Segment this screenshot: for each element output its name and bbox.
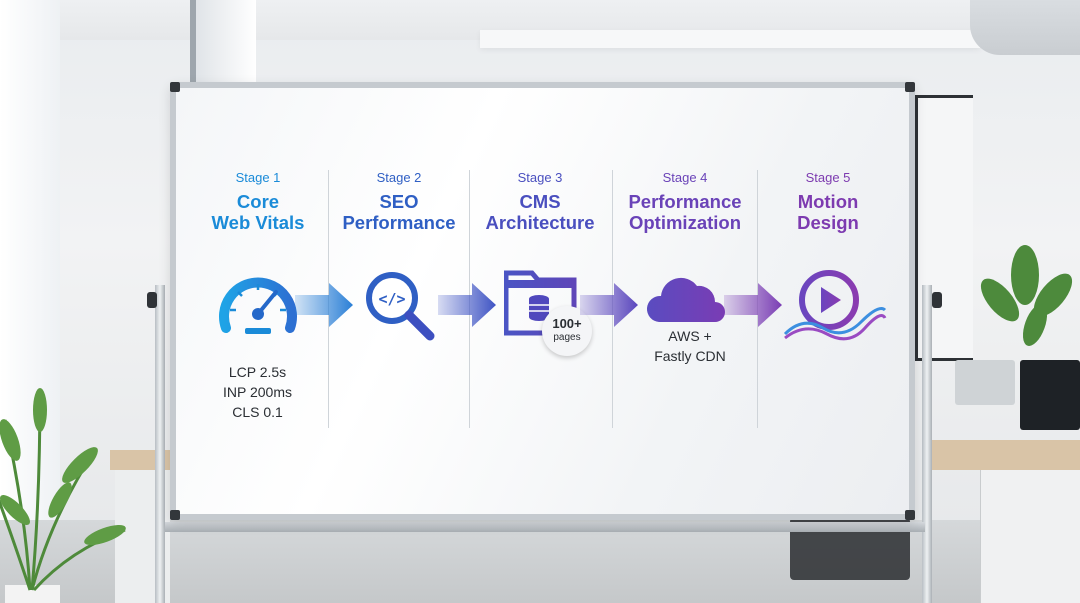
stage-label: Stage 3 — [517, 170, 563, 185]
play-wave-icon — [783, 270, 887, 341]
stage-label: Stage 2 — [376, 170, 422, 185]
stage-title: Motion Design — [753, 191, 903, 233]
monitor — [1020, 360, 1080, 430]
monitor-back — [955, 360, 1015, 405]
stage-label: Stage 4 — [662, 170, 708, 185]
air-duct — [970, 0, 1080, 55]
stand-knob-left — [147, 292, 157, 308]
board-corner — [170, 82, 180, 92]
board-corner — [905, 510, 915, 520]
pages-count: 100+ — [552, 316, 582, 331]
stand-pole-left — [155, 285, 165, 603]
cdn-label: AWS + Fastly CDN — [635, 326, 745, 366]
stage-title-line: Web Vitals — [211, 212, 305, 233]
cloud-icon — [646, 277, 725, 322]
office-chair — [790, 510, 910, 580]
stage-title-line: Architecture — [485, 212, 595, 233]
ceiling-light — [480, 30, 980, 48]
stage-title-line: CMS — [519, 191, 561, 212]
svg-text:</>: </> — [378, 290, 405, 308]
cdn-line: AWS + — [668, 328, 712, 344]
stage-title-line: SEO — [379, 191, 419, 212]
board-corner — [170, 510, 180, 520]
stage-title-line: Motion — [797, 191, 859, 212]
metric-lcp: LCP 2.5s — [228, 364, 287, 380]
board-corner — [905, 82, 915, 92]
arrow-right-icon — [724, 283, 782, 327]
speedometer-icon — [219, 277, 297, 334]
arrow-right-icon — [438, 283, 496, 327]
stand-crossbar — [165, 522, 925, 532]
web-vitals-metrics: LCP 2.5s INP 200ms CLS 0.1 — [215, 362, 300, 422]
arrow-right-icon — [295, 283, 353, 327]
pages-unit: pages — [553, 332, 581, 343]
metric-inp: INP 200ms — [223, 384, 292, 400]
stage-title: CMS Architecture — [465, 191, 615, 233]
cdn-line: Fastly CDN — [654, 348, 726, 364]
stage-label: Stage 1 — [235, 170, 281, 185]
stage-title-line: Performance — [628, 191, 742, 212]
stage-title-line: Design — [797, 212, 859, 233]
stage-title-line: Performance — [342, 212, 456, 233]
stage-title: Core Web Vitals — [183, 191, 333, 233]
arrow-right-icon — [580, 283, 638, 327]
plant-left — [0, 388, 126, 603]
code-search-icon: </> — [366, 272, 435, 341]
metric-cls: CLS 0.1 — [232, 404, 283, 420]
stage-label: Stage 5 — [805, 170, 851, 185]
stage-title-line: Core — [236, 191, 280, 212]
desk-right — [930, 440, 1080, 470]
stand-pole-right — [922, 285, 932, 603]
cabinet-right — [980, 470, 1080, 603]
stand-knob-right — [932, 292, 942, 308]
stage-title-line: Optimization — [628, 212, 742, 233]
plant-right — [980, 245, 1073, 346]
stage-title: SEO Performance — [324, 191, 474, 233]
stage-title: Performance Optimization — [610, 191, 760, 233]
